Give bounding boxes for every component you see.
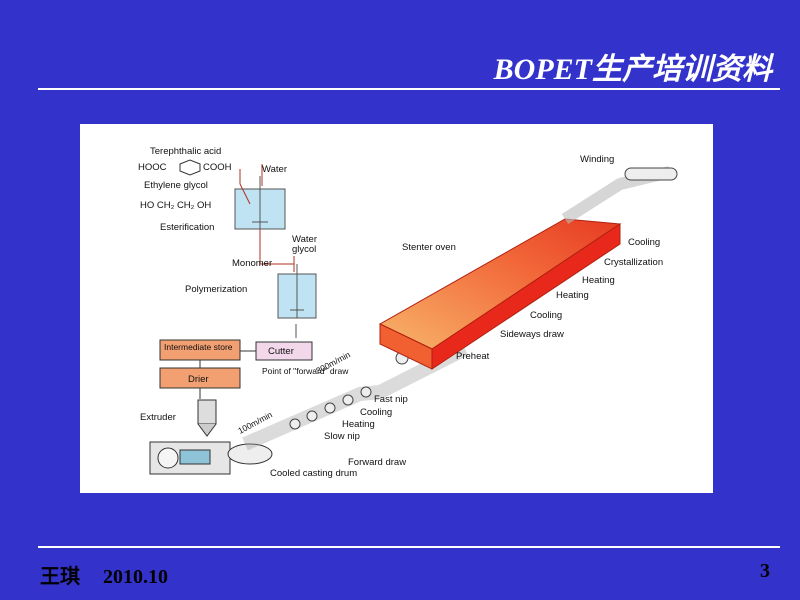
label-point-forward-draw: Point of "forward" draw bbox=[262, 366, 349, 376]
label-water-2: Water bbox=[292, 234, 317, 245]
label-sideways-draw: Sideways draw bbox=[500, 329, 564, 340]
label-heating-2: Heating bbox=[556, 290, 589, 301]
label-heating-3: Heating bbox=[582, 275, 615, 286]
monomer-pipe bbox=[259, 229, 294, 265]
extruder bbox=[149, 399, 231, 475]
label-ethylene-glycol: Ethylene glycol bbox=[144, 180, 208, 191]
label-forward-draw: Forward draw bbox=[348, 457, 406, 468]
label-intermediate-store: Intermediate store bbox=[164, 342, 233, 352]
label-esterification: Esterification bbox=[160, 222, 214, 233]
slide-title: BOPET生产培训资料 bbox=[493, 53, 772, 86]
label-cooling-2: Cooling bbox=[530, 310, 562, 321]
label-heating-1: Heating bbox=[342, 419, 375, 430]
label-cooling-1: Cooling bbox=[360, 407, 392, 418]
stenter-oven bbox=[378, 218, 622, 370]
footer: 王琪 2010.10 bbox=[40, 560, 168, 589]
label-monomer: Monomer bbox=[232, 258, 272, 269]
label-cooled-casting-drum: Cooled casting drum bbox=[270, 468, 357, 479]
label-ho-ch2: HO CH₂ CH₂ OH bbox=[140, 200, 211, 211]
label-winding: Winding bbox=[580, 154, 614, 165]
author-name: 王琪 bbox=[40, 566, 80, 588]
label-cooling-3: Cooling bbox=[628, 237, 660, 248]
label-crystallization: Crystallization bbox=[604, 257, 663, 268]
page-number: 3 bbox=[760, 560, 770, 582]
footer-date: 2010.10 bbox=[103, 566, 168, 588]
casting-drum bbox=[227, 443, 273, 465]
label-polymerization: Polymerization bbox=[185, 284, 247, 295]
label-fast-nip: Fast nip bbox=[374, 394, 408, 405]
winding-roll bbox=[624, 167, 678, 181]
label-water-1: Water bbox=[262, 164, 287, 175]
label-drier: Drier bbox=[188, 374, 209, 385]
label-glycol: glycol bbox=[292, 244, 316, 255]
footer-divider bbox=[38, 546, 780, 548]
polymerization-vessel bbox=[277, 256, 317, 338]
benzene-ring-icon bbox=[179, 159, 201, 176]
label-cutter: Cutter bbox=[268, 346, 294, 357]
label-slow-nip: Slow nip bbox=[324, 431, 360, 442]
title-divider bbox=[38, 88, 780, 90]
bopet-process-diagram: Terephthalic acid HOOC COOH Water Ethyle… bbox=[80, 124, 713, 493]
label-terephthalic-acid: Terephthalic acid bbox=[150, 146, 221, 157]
esterification-vessel bbox=[234, 164, 286, 230]
label-cooh: COOH bbox=[203, 162, 232, 173]
label-extruder: Extruder bbox=[140, 412, 176, 423]
label-hooc: HOOC bbox=[138, 162, 167, 173]
label-preheat: Preheat bbox=[456, 351, 490, 362]
label-stenter-oven: Stenter oven bbox=[402, 242, 456, 253]
